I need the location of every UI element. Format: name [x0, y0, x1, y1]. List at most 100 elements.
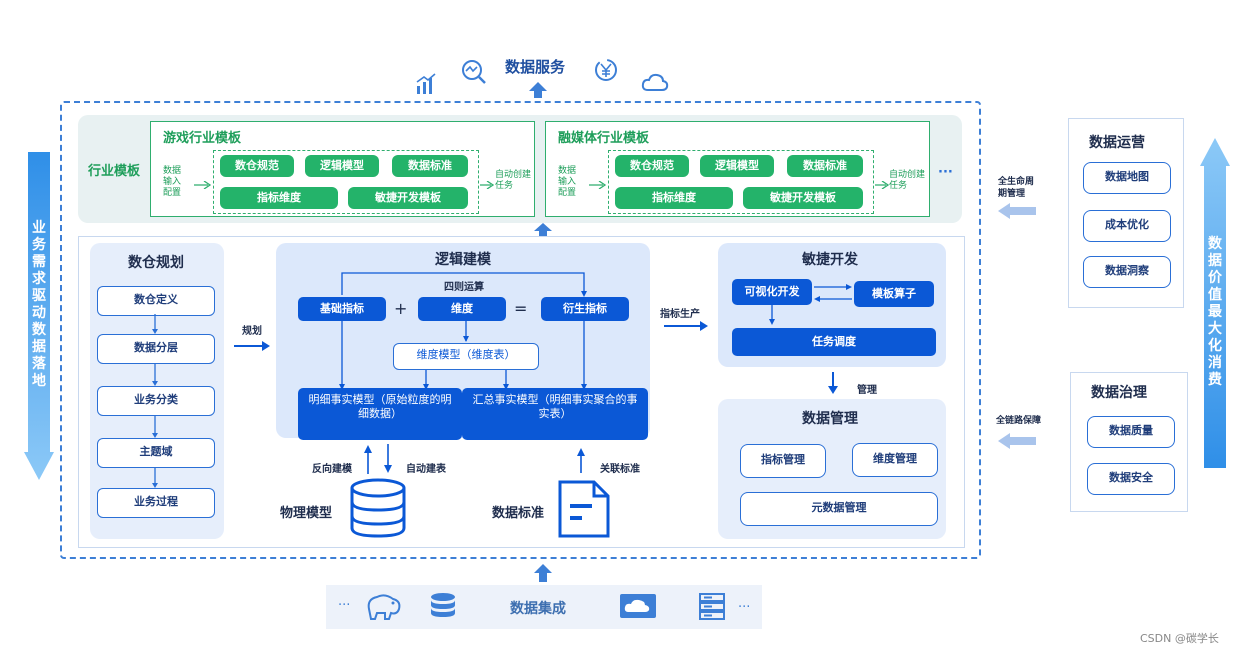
game-item-agile-template[interactable]: 敏捷开发模板: [348, 187, 468, 209]
ops-data-insight[interactable]: 数据洞察: [1083, 256, 1171, 288]
more-templates-ellipsis: ···: [938, 165, 953, 180]
search-chart-icon: [460, 58, 488, 86]
up-arrow-icon: [527, 80, 549, 100]
plan-label: 规划: [242, 326, 262, 337]
integration-ellipsis-left: ···: [338, 598, 351, 613]
plus-sign: +: [394, 299, 408, 318]
data-standard-label: 数据标准: [492, 506, 545, 521]
media-template-items: [608, 150, 874, 214]
yuan-icon: [592, 56, 620, 84]
related-standard-label: 关联标准: [600, 464, 640, 475]
game-auto-task: 自动创建任务: [495, 170, 532, 191]
task-schedule-button[interactable]: 任务调度: [732, 328, 936, 356]
media-item-warehouse-spec[interactable]: 数仓规范: [615, 155, 689, 177]
ops-cost-optimize[interactable]: 成本优化: [1083, 210, 1171, 242]
physical-model-label: 物理模型: [280, 506, 333, 521]
plan-step-business-category[interactable]: 业务分类: [97, 386, 215, 416]
dimension-button[interactable]: 维度: [418, 297, 506, 321]
left-side-text: 业务需求驱动数据落地: [32, 220, 46, 389]
database-stack-icon: [428, 592, 458, 620]
lifecycle-mgmt-label: 全生命周期管理: [998, 176, 1038, 200]
industry-template-label: 行业模板: [88, 164, 141, 179]
dimension-model-box[interactable]: 维度模型（维度表）: [393, 343, 539, 370]
game-item-logic-model[interactable]: 逻辑模型: [305, 155, 379, 177]
arrow-right-icon: [875, 174, 890, 190]
manage-arrow: [828, 372, 838, 394]
lifecycle-arrow: [998, 203, 1036, 219]
cloud-box-icon: [618, 592, 658, 620]
derived-metric-button[interactable]: 衍生指标: [541, 297, 629, 321]
platform-frame: [60, 101, 981, 559]
media-item-data-standard[interactable]: 数据标准: [787, 155, 863, 177]
arrow-right-icon: [480, 174, 495, 190]
planning-flow-arrows: [152, 314, 158, 488]
dimension-mgmt-button[interactable]: 维度管理: [852, 443, 938, 477]
media-item-agile-template[interactable]: 敏捷开发模板: [743, 187, 863, 209]
manage-label: 管理: [857, 385, 877, 396]
media-template-title: 融媒体行业模板: [558, 131, 650, 146]
data-service-label: 数据服务: [505, 58, 566, 76]
equals-sign: =: [514, 299, 528, 318]
right-side-text: 数据价值最大化消费: [1208, 236, 1222, 388]
media-input-config: 数据输入配置: [558, 166, 577, 198]
governance-panel: [1070, 372, 1188, 512]
metric-produce-arrow: [664, 321, 708, 331]
agile-flow-arrows: [769, 284, 852, 325]
game-template-title: 游戏行业模板: [163, 131, 242, 146]
four-ops-label: 四则运算: [444, 282, 484, 293]
up-arrow-icon: [532, 222, 554, 238]
arrow-right-icon: [194, 174, 212, 190]
database-icon: [346, 478, 410, 540]
summary-fact-model[interactable]: 汇总事实模型（明细事实聚合的事实表）: [462, 388, 648, 440]
bar-chart-icon: [414, 72, 438, 96]
game-input-config: 数据输入配置: [163, 166, 182, 198]
plan-step-subject-domain[interactable]: 主题域: [97, 438, 215, 468]
integration-ellipsis-right: ···: [738, 600, 751, 615]
up-arrow-icon: [532, 562, 554, 584]
operations-title: 数据运营: [1089, 135, 1145, 151]
logic-connector-lines: [339, 272, 587, 390]
media-auto-task: 自动创建任务: [889, 170, 926, 191]
game-item-warehouse-spec[interactable]: 数仓规范: [220, 155, 294, 177]
metric-produce-label: 指标生产: [660, 309, 700, 320]
plan-step-business-process[interactable]: 业务过程: [97, 488, 215, 518]
full-chain-label: 全链路保障: [996, 416, 1042, 426]
summary-fact-model-label: 汇总事实模型（明细事实聚合的事实表）: [472, 393, 638, 420]
base-metric-button[interactable]: 基础指标: [298, 297, 386, 321]
visual-dev-button[interactable]: 可视化开发: [732, 279, 812, 305]
related-standard-arrow: [577, 448, 585, 473]
left-down-arrow: [24, 152, 54, 480]
cloud-icon: [640, 70, 670, 96]
plan-arrow: [234, 341, 270, 351]
data-mgmt-title: 数据管理: [802, 411, 858, 427]
metadata-mgmt-button[interactable]: 元数据管理: [740, 492, 938, 526]
plan-step-definition[interactable]: 数仓定义: [97, 286, 215, 316]
planning-title: 数仓规划: [128, 255, 184, 271]
operations-panel: [1068, 118, 1184, 308]
reverse-auto-arrows: [364, 444, 392, 474]
detail-fact-model-label: 明细事实模型（原始粒度的明细数据）: [308, 393, 452, 420]
ops-data-map[interactable]: 数据地图: [1083, 162, 1171, 194]
media-item-logic-model[interactable]: 逻辑模型: [700, 155, 774, 177]
logic-model-title: 逻辑建模: [435, 252, 491, 268]
agile-dev-title: 敏捷开发: [802, 252, 858, 268]
hadoop-elephant-icon: [363, 591, 403, 621]
metric-mgmt-button[interactable]: 指标管理: [740, 444, 826, 478]
data-integration-label: 数据集成: [510, 601, 566, 617]
lifecycle-mgmt-text: 全生命周期管理: [998, 177, 1035, 199]
detail-fact-model[interactable]: 明细事实模型（原始粒度的明细数据）: [298, 388, 462, 440]
media-item-metric-dimension[interactable]: 指标维度: [615, 187, 733, 209]
plan-step-layering[interactable]: 数据分层: [97, 334, 215, 364]
gov-data-security[interactable]: 数据安全: [1087, 463, 1175, 495]
template-operator-button[interactable]: 模板算子: [854, 281, 934, 307]
server-rack-icon: [698, 592, 726, 620]
gov-data-quality[interactable]: 数据质量: [1087, 416, 1175, 448]
game-item-data-standard[interactable]: 数据标准: [392, 155, 468, 177]
arrow-right-icon: [589, 174, 607, 190]
game-item-metric-dimension[interactable]: 指标维度: [220, 187, 338, 209]
full-chain-arrow: [998, 433, 1036, 449]
document-icon: [556, 478, 612, 540]
watermark: CSDN @碳学长: [1140, 632, 1219, 645]
auto-table-label: 自动建表: [406, 464, 446, 475]
governance-title: 数据治理: [1091, 385, 1147, 401]
